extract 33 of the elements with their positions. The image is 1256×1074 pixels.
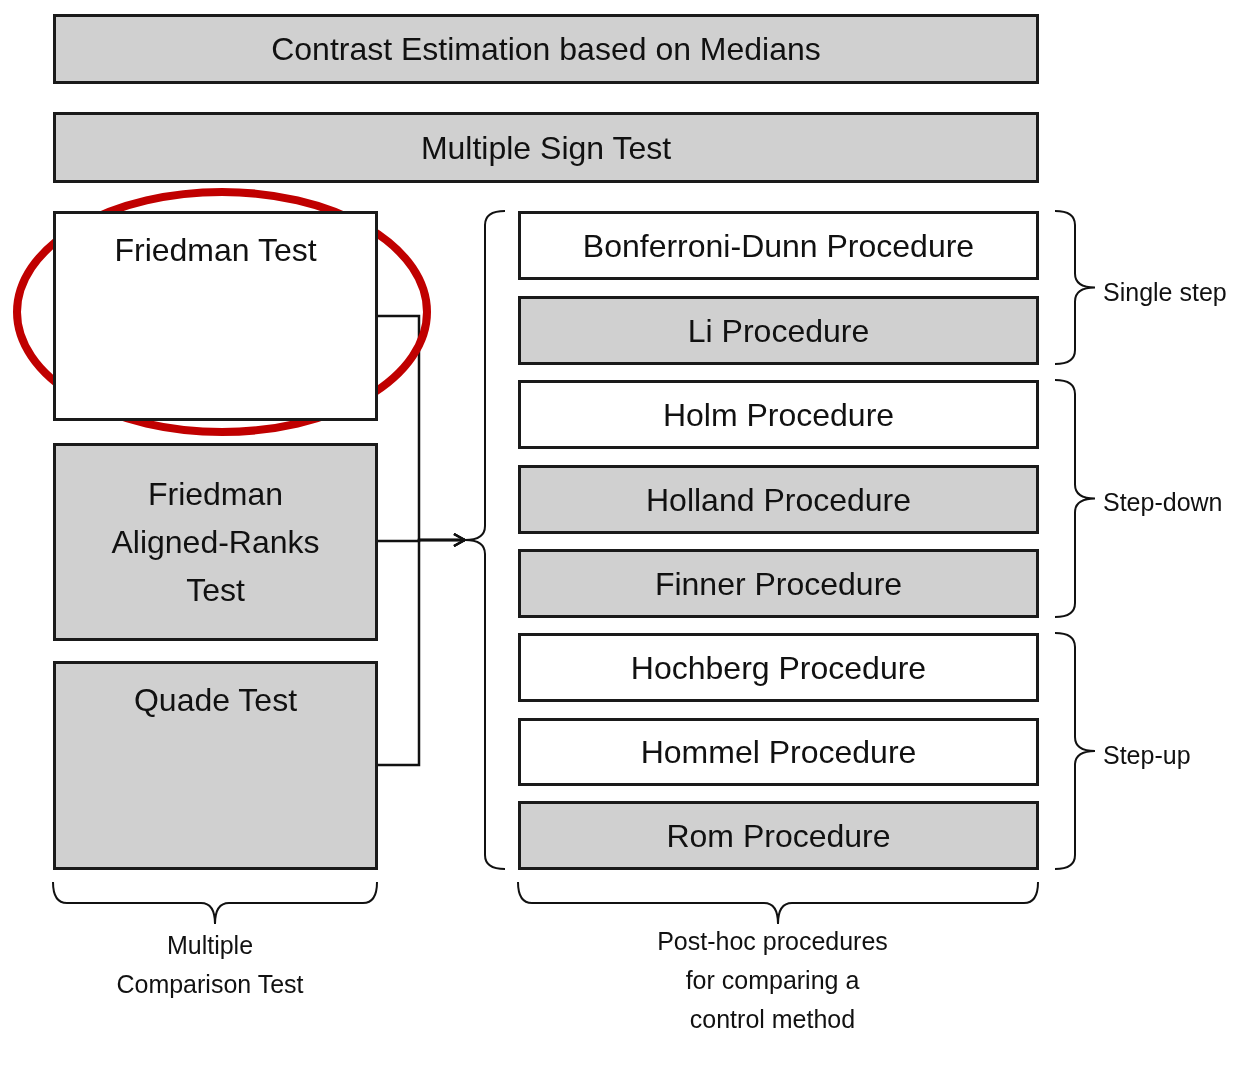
process-box — [518, 211, 1039, 280]
method-name: Hochberg Procedure — [630, 648, 927, 688]
process-box — [53, 14, 1039, 84]
brace-label: Step-up — [1103, 740, 1192, 771]
method-name: Friedman Aligned-Ranks Test — [110, 475, 321, 610]
method-name: Quade Test — [133, 681, 298, 720]
process-box — [518, 549, 1039, 618]
method-name: Friedman Test — [114, 231, 317, 270]
method-name: Holland Procedure — [645, 480, 911, 520]
brace-label: Step-down — [1103, 487, 1224, 518]
curly-brace — [464, 210, 506, 870]
method-name: Rom Procedure — [666, 816, 891, 856]
method-name: Bonferroni-Dunn Procedure — [582, 226, 975, 266]
process-box — [53, 211, 378, 421]
process-box — [518, 633, 1039, 702]
process-box — [53, 112, 1039, 183]
method-name: Holm Procedure — [662, 395, 895, 435]
process-box — [518, 465, 1039, 534]
method-name: Finner Procedure — [654, 564, 903, 604]
process-box — [518, 801, 1039, 870]
process-box — [53, 661, 378, 870]
method-name: Multiple Sign Test — [420, 128, 672, 168]
process-box — [518, 380, 1039, 449]
brace-label: Single step — [1103, 277, 1228, 308]
process-box — [53, 443, 378, 641]
process-box — [518, 296, 1039, 365]
brace-label: Multiple Comparison Test — [115, 930, 305, 1000]
method-name: Li Procedure — [687, 311, 870, 351]
process-box — [518, 718, 1039, 786]
brace-label: Post-hoc procedures for comparing a control method — [656, 926, 889, 1035]
method-name: Hommel Procedure — [640, 733, 917, 772]
method-name: Contrast Estimation based on Medians — [271, 30, 821, 69]
arrow — [378, 533, 466, 767]
